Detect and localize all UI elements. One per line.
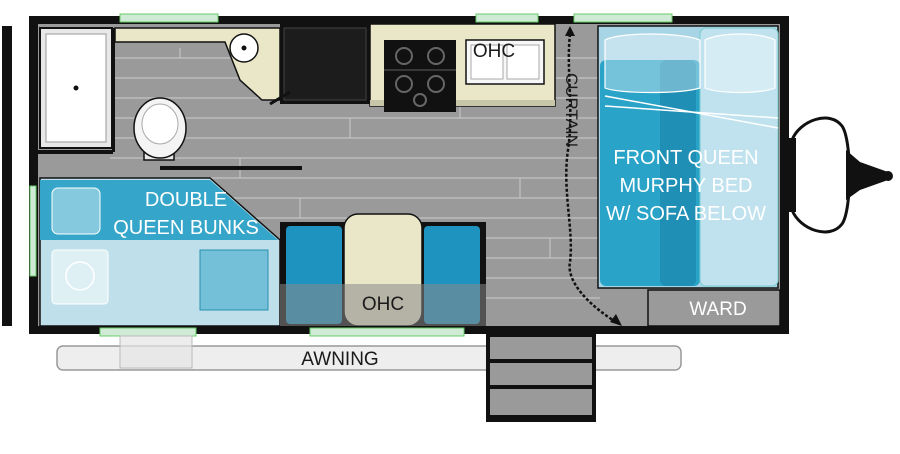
bed-label-line3: W/ SOFA BELOW	[606, 203, 766, 225]
bunk-window	[29, 185, 37, 277]
bath-wall-bottom	[38, 150, 113, 154]
double-queen-bunks	[39, 177, 281, 327]
dinette-ohc-label: OHC	[362, 294, 404, 315]
outdoor-kitchen	[119, 335, 193, 369]
curtain-arrow-bottom	[610, 314, 622, 326]
curtain-label: CURTAIN	[562, 73, 581, 147]
curtain-arrow-top	[565, 26, 575, 36]
window-dinette-bottom	[309, 327, 465, 337]
wardrobe	[647, 289, 781, 327]
bed-label-line1: FRONT QUEEN	[613, 147, 758, 169]
window-kitchen	[475, 13, 539, 23]
bath-divider	[112, 28, 115, 152]
dinette	[280, 213, 486, 327]
rear-bumper-bar	[2, 26, 12, 326]
ward-label: WARD	[689, 299, 746, 320]
kitchen-counter-edge	[370, 100, 555, 106]
window-bed-top	[573, 13, 673, 23]
bunks-label-line1: DOUBLE	[145, 189, 227, 211]
refrigerator	[269, 24, 370, 106]
toilet	[133, 97, 187, 161]
bed-label-line2: MURPHY BED	[620, 175, 753, 197]
trailer-hitch	[786, 116, 893, 234]
stove	[384, 40, 456, 112]
awning-label: AWNING	[301, 349, 378, 370]
window-bunk-bottom	[99, 327, 197, 337]
entry-steps	[486, 334, 596, 422]
window-bath	[119, 13, 219, 23]
front-murphy-bed	[597, 25, 779, 289]
shower	[39, 27, 113, 149]
kitchen-sink	[465, 39, 545, 85]
curtain-line	[565, 33, 617, 324]
kitchen-ohc-label: OHC	[473, 41, 515, 62]
bunks-label-line2: QUEEN BUNKS	[113, 217, 259, 239]
